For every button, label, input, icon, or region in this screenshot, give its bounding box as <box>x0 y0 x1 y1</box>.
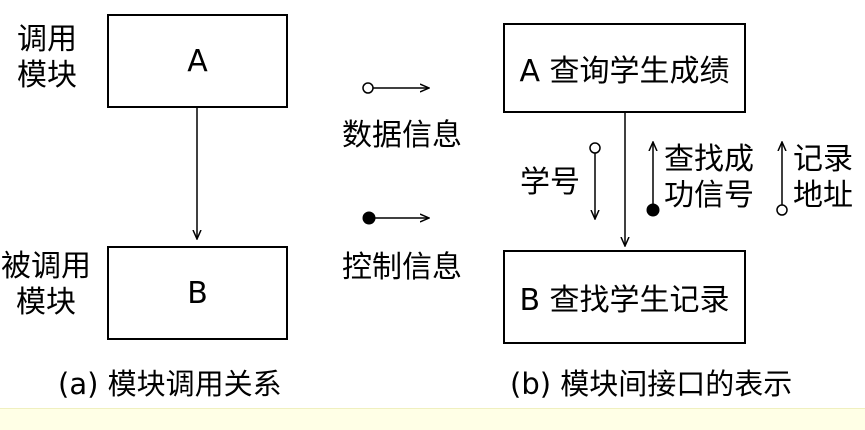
caption-a: (a) 模块调用关系 <box>58 367 282 401</box>
record-address-data-flow <box>776 143 788 216</box>
module-a-label: A <box>187 43 208 79</box>
caption-b: (b) 模块间接口的表示 <box>510 367 793 401</box>
found-signal-control-flow <box>646 143 660 217</box>
caller-module-label: 调用 模块 <box>14 22 80 94</box>
callee-module-label: 被调用 模块 <box>0 249 92 321</box>
record-address-line2: 地址 <box>793 178 853 213</box>
student-id-label: 学号 <box>520 165 580 200</box>
footer-strip <box>0 408 865 430</box>
callee-label-line2: 模块 <box>16 285 76 320</box>
caller-label-line2: 模块 <box>17 58 77 93</box>
find-record-label: B 查找学生记录 <box>519 283 730 318</box>
data-flow-symbol <box>362 82 428 94</box>
module-b-box: B <box>107 246 288 340</box>
find-record-box: B 查找学生记录 <box>503 250 746 344</box>
found-signal-line1: 查找成 <box>664 142 754 177</box>
module-a-box: A <box>107 14 288 108</box>
record-address-line1: 记录 <box>793 142 853 177</box>
record-address-label: 记录 地址 <box>793 142 859 214</box>
callee-label-line1: 被调用 <box>1 249 91 284</box>
found-signal-label: 查找成 功信号 <box>664 142 760 214</box>
found-signal-line2: 功信号 <box>664 178 754 213</box>
control-flow-symbol <box>362 211 428 225</box>
query-score-label: A 查询学生成绩 <box>519 54 730 89</box>
caller-label-line1: 调用 <box>17 22 77 57</box>
query-score-box: A 查询学生成绩 <box>503 23 746 113</box>
data-info-label: 数据信息 <box>342 118 462 153</box>
module-b-label: B <box>187 275 208 311</box>
student-id-data-flow <box>589 142 601 218</box>
control-info-label: 控制信息 <box>342 250 462 285</box>
